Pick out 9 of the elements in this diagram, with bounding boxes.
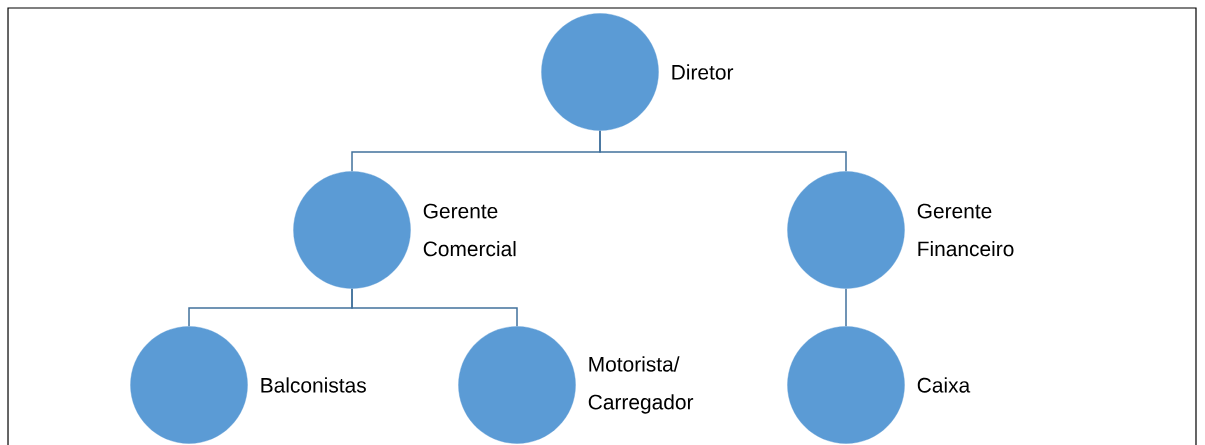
node-label: Caixa <box>917 377 971 393</box>
node-label: Motorista/ Carregador <box>588 356 694 414</box>
connector-line <box>845 287 847 328</box>
connector-line <box>599 129 847 173</box>
connector-line <box>351 287 518 328</box>
node-label: Gerente Comercial <box>423 203 516 257</box>
node-label: Gerente Financeiro <box>917 203 1014 257</box>
node-label: Balconistas <box>261 377 366 393</box>
node-label: Diretor <box>672 64 734 80</box>
